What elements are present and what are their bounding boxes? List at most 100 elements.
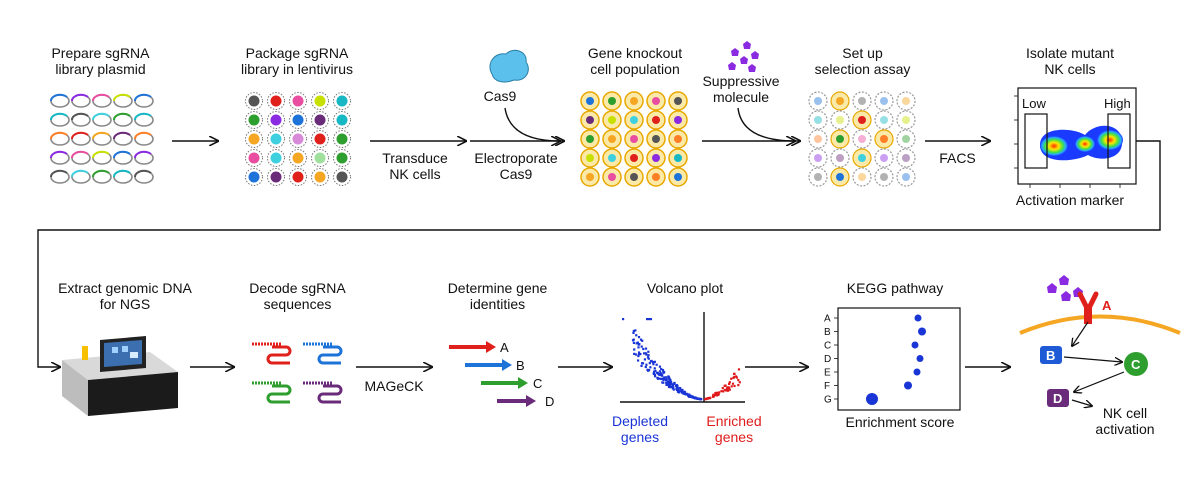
gene-label-d: D bbox=[545, 394, 554, 409]
molecule-arrow bbox=[737, 107, 795, 141]
depleted-point bbox=[639, 353, 642, 356]
depleted-point bbox=[663, 370, 666, 374]
enriched-point bbox=[721, 386, 724, 390]
step-package-library-line1: Package sgRNA bbox=[245, 45, 349, 61]
depleted-point bbox=[633, 348, 636, 351]
assay-cell-nucleus bbox=[880, 116, 888, 124]
facs-plot bbox=[1014, 87, 1137, 188]
enriched-point bbox=[709, 396, 712, 399]
cell-nucleus bbox=[630, 173, 638, 181]
pathway-diagram bbox=[1019, 275, 1181, 407]
selection-assay-grid bbox=[808, 91, 916, 187]
assay-cell-icon bbox=[808, 167, 828, 187]
depleted-point bbox=[658, 377, 661, 380]
step-kegg-pathway: KEGG pathway bbox=[846, 280, 944, 296]
plasmid-insert bbox=[113, 150, 131, 159]
depleted-point bbox=[635, 334, 638, 337]
assay-cell-nucleus bbox=[880, 173, 888, 181]
cell-nucleus bbox=[608, 173, 616, 181]
depleted-point bbox=[637, 343, 640, 346]
depleted-point bbox=[637, 335, 641, 339]
depleted-point bbox=[659, 372, 663, 375]
depleted-point bbox=[673, 382, 676, 386]
step-extract-dna-line2: for NGS bbox=[99, 296, 151, 312]
depleted-point bbox=[667, 377, 670, 380]
assay-cell-nucleus bbox=[880, 97, 888, 105]
depleted-point bbox=[656, 371, 660, 374]
mageck-label: MAGeCK bbox=[364, 378, 424, 394]
depleted-point bbox=[665, 376, 668, 379]
depleted-point bbox=[669, 383, 672, 386]
enriched-point bbox=[718, 391, 721, 394]
kegg-dot bbox=[866, 393, 878, 405]
kegg-dot bbox=[913, 368, 921, 376]
assay-cell-icon bbox=[896, 129, 916, 149]
assay-cell-icon bbox=[808, 91, 828, 111]
depleted-point bbox=[688, 395, 691, 398]
pathway-output-label: NK cell activation bbox=[1080, 405, 1170, 437]
enriched-point bbox=[738, 381, 741, 384]
cell-nucleus bbox=[652, 116, 660, 124]
depleted-point bbox=[622, 318, 625, 321]
step-selection-assay-line1: Set up bbox=[842, 45, 883, 61]
depleted-point bbox=[661, 368, 665, 372]
assay-cell-icon bbox=[896, 110, 916, 130]
cell-nucleus bbox=[608, 135, 616, 143]
assay-cell-nucleus bbox=[902, 154, 910, 162]
facs-high-label: High bbox=[1104, 96, 1131, 111]
depleted-point bbox=[644, 365, 647, 369]
depleted-point bbox=[675, 386, 679, 389]
step-determine-gene: Determine gene identities bbox=[435, 280, 560, 312]
depleted-point bbox=[656, 377, 660, 380]
cell-nucleus bbox=[630, 97, 638, 105]
step-isolate-mutant-line2: NK cells bbox=[1044, 61, 1096, 77]
gene-label-c: C bbox=[533, 376, 542, 391]
lentivirus-core bbox=[292, 133, 304, 145]
gene-identity-arrows bbox=[449, 341, 536, 407]
sgrna-scaffold bbox=[317, 384, 343, 404]
depleted-point bbox=[653, 375, 657, 378]
kegg-category-label: D bbox=[824, 354, 831, 365]
depleted-point bbox=[698, 397, 702, 401]
depleted-point bbox=[669, 385, 672, 389]
depleted-point bbox=[637, 353, 641, 356]
assay-cell-nucleus bbox=[858, 97, 866, 105]
depleted-point bbox=[654, 369, 657, 373]
depleted-point bbox=[649, 366, 652, 369]
kegg-dot bbox=[904, 381, 912, 390]
depleted-point bbox=[646, 318, 652, 321]
gene-label-b: B bbox=[516, 358, 525, 373]
cell-nucleus bbox=[674, 116, 682, 124]
enriched-point bbox=[723, 388, 726, 392]
step-determine-gene-line1: Determine gene bbox=[447, 280, 548, 296]
depleted-point bbox=[668, 378, 671, 382]
depleted-point bbox=[641, 339, 644, 342]
cell-nucleus bbox=[652, 97, 660, 105]
assay-cell-nucleus bbox=[858, 116, 866, 124]
depleted-point bbox=[646, 368, 649, 371]
cell-nucleus bbox=[586, 97, 594, 105]
facs-gate-high bbox=[1107, 113, 1131, 169]
depleted-point bbox=[637, 354, 640, 358]
enriched-point bbox=[716, 391, 719, 394]
gene-label-a: A bbox=[500, 340, 509, 355]
depleted-point bbox=[652, 361, 655, 365]
depleted-point bbox=[648, 362, 651, 365]
lentivirus-core bbox=[248, 152, 260, 164]
assay-cell-icon bbox=[896, 148, 916, 168]
assay-cell-nucleus bbox=[836, 135, 844, 143]
suppressive-molecule-icon bbox=[728, 41, 759, 72]
depleted-point bbox=[645, 363, 648, 366]
depleted-point bbox=[632, 331, 635, 335]
plasmid-insert bbox=[113, 93, 131, 102]
enriched-line2: genes bbox=[714, 429, 754, 445]
top-flow-arrows bbox=[37, 107, 1161, 367]
lentivirus-core bbox=[248, 133, 260, 145]
assay-cell-icon bbox=[852, 167, 872, 187]
step-gene-knockout-line2: cell population bbox=[590, 61, 680, 77]
enriched-point bbox=[737, 384, 740, 387]
facs-gate-low bbox=[1024, 113, 1048, 169]
enriched-point bbox=[715, 394, 719, 397]
receptor-a-label: A bbox=[1102, 298, 1112, 313]
depleted-point bbox=[634, 353, 638, 356]
